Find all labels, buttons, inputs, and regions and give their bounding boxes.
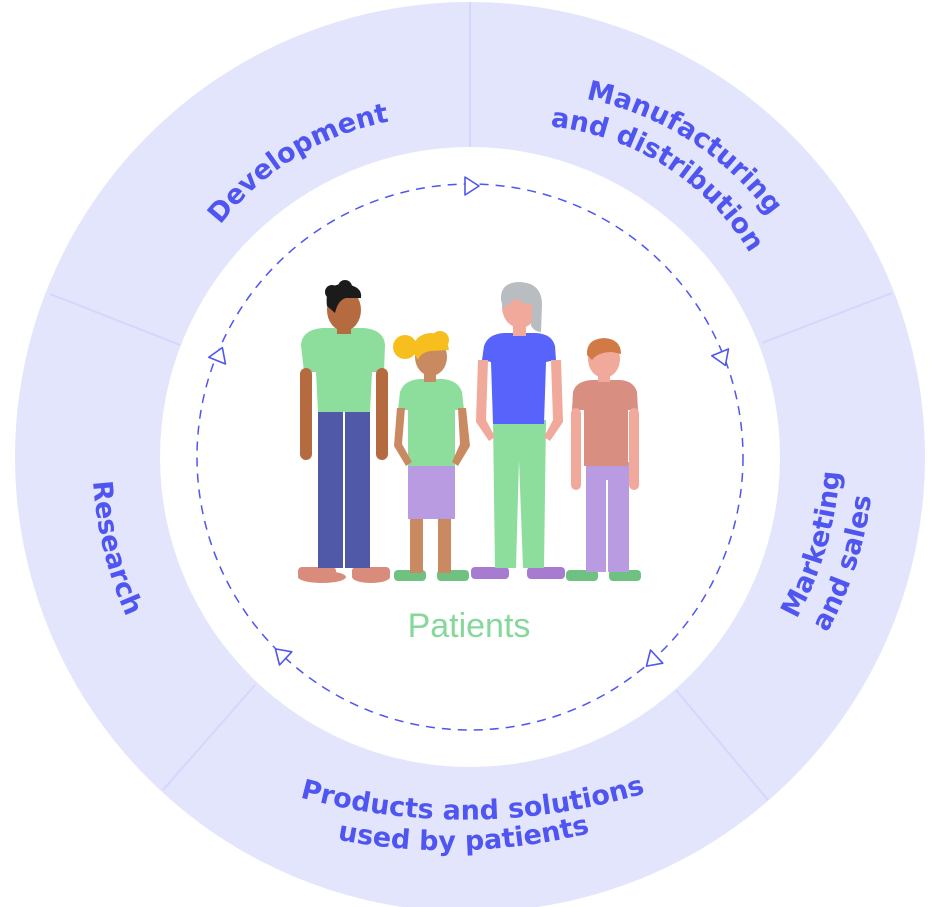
patients-illustration: [298, 280, 641, 583]
divider-right: [761, 292, 893, 344]
divider-left: [49, 293, 181, 346]
cycle-arrow-bottom-left: [274, 648, 293, 666]
outer-ring: [15, 2, 925, 907]
cycle-arrow-bottom-right: [645, 649, 664, 667]
patients-label: Patients: [408, 607, 531, 645]
cycle-loop: [196, 176, 744, 731]
cycle-arrow-top: [464, 176, 480, 196]
inner-disc: [160, 147, 780, 767]
boy-figure: [566, 338, 641, 581]
divider-bottom-left: [162, 684, 256, 791]
divider-bottom-right: [675, 689, 769, 801]
man-figure: [298, 280, 390, 583]
girl-figure: [393, 331, 470, 581]
ring-dividers: [49, 2, 893, 801]
cycle-arrow-left: [207, 346, 227, 365]
woman-figure: [471, 282, 565, 579]
cycle-arrow-right: [710, 348, 730, 367]
